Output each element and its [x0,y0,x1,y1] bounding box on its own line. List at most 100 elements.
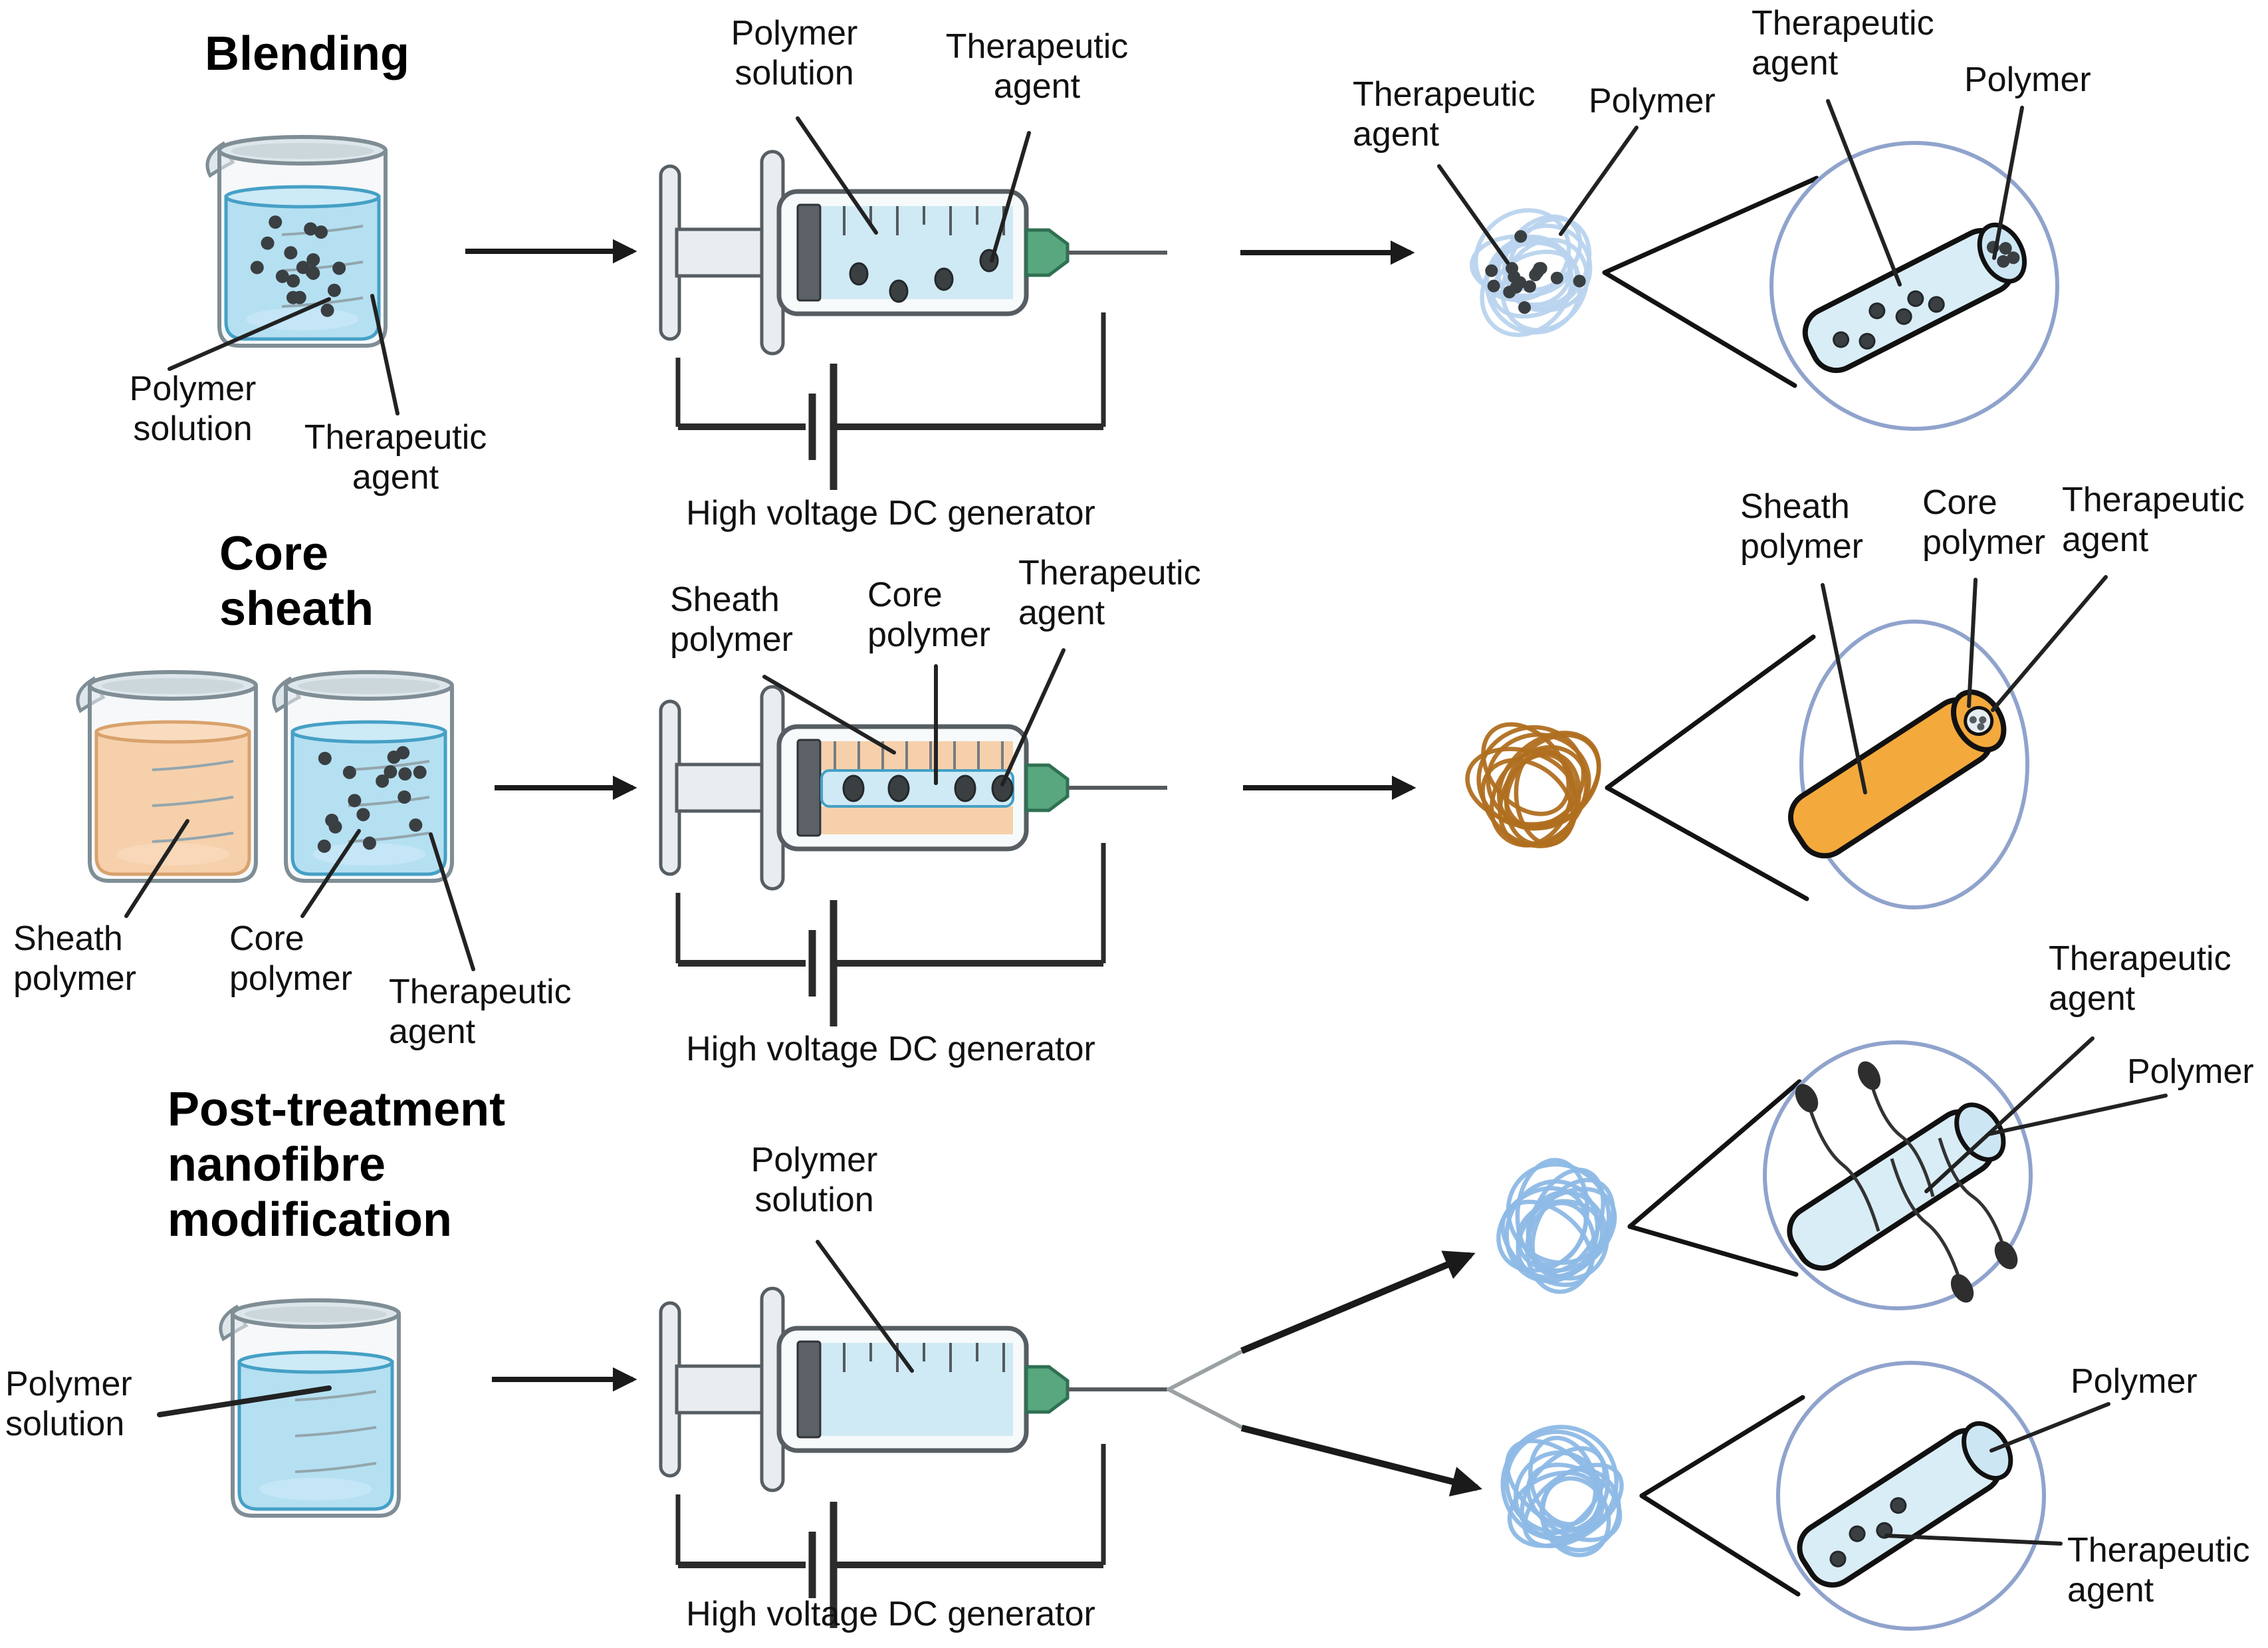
beaker [205,135,388,348]
leader-line [300,829,361,918]
syringe [659,685,1167,891]
label-generator-2: High voltage DC generator [686,1030,1095,1068]
therapeutic-agent-dot [398,767,412,781]
process-title-blending: Blending [205,27,409,80]
therapeutic-agent-dot [1510,281,1523,294]
label-top-polymer-3: Polymer [2127,1052,2254,1091]
therapeutic-agent-dot [342,765,356,779]
therapeutic-agent-dot [889,279,909,303]
zoom-circle-icon [1763,1040,2033,1310]
grafted-therapeutic-agent [1938,1137,2018,1270]
therapeutic-agent-dot [1895,308,1912,325]
therapeutic-agent-dot [325,814,339,828]
plunger-stopper [796,203,822,302]
therapeutic-agent-dot [934,267,954,291]
therapeutic-agent-dot [356,808,370,822]
label-syringe-therapeutic-agent-1: Therapeutic agent [945,27,1129,106]
battery-icon [808,1502,838,1628]
leader-line [370,294,399,415]
therapeutic-agent-dot [1550,271,1563,285]
therapeutic-agent-dot [1833,331,1850,348]
therapeutic-agent-dot [1485,264,1498,277]
core-end-face [1964,705,1994,736]
agent-head [1795,1084,1819,1113]
therapeutic-agent-dot [261,236,275,250]
therapeutic-agent-dot [269,215,283,229]
label-bottom-therapeutic-agent-3: Therapeutic agent [2067,1531,2250,1610]
label-beaker-therapeutic-agent-2: Therapeutic agent [389,973,572,1052]
therapeutic-agent-dot [842,774,865,802]
leader-line [1826,99,1902,287]
process-title-post-treatment: Post-treatment nanofibre modification [168,1083,506,1246]
label-syringe-therapeutic-agent-2: Therapeutic agent [1018,554,1201,633]
label-syringe-polymer-solution-1: Polymer solution [731,14,858,93]
beaker [76,670,258,883]
leader-line [762,675,896,755]
grafted-therapeutic-agent [1795,1084,1880,1232]
therapeutic-agent-dot [991,774,1014,802]
leader-line [1821,583,1867,794]
grafted-therapeutic-agent [1857,1061,1935,1197]
flow-arrow-icon [1240,1250,1476,1354]
label-generator-1: High voltage DC generator [686,494,1095,532]
leader-line [1924,1036,2095,1193]
sheath-polymer-layer [822,741,1013,770]
therapeutic-agent-dot [954,774,976,802]
therapeutic-agent-dot [409,818,423,832]
therapeutic-agent-dot [1573,275,1586,288]
syringe [659,150,1167,356]
therapeutic-agent-dot [1829,1550,1847,1568]
battery-icon [808,364,838,490]
label-top-therapeutic-agent-3: Therapeutic agent [2049,939,2231,1018]
agent-head [1994,1240,2018,1270]
therapeutic-agent-dot [376,774,390,788]
agent-head [1950,1274,1974,1303]
therapeutic-agent-dot [286,274,300,288]
leader-line [1559,126,1639,236]
high-voltage-circuit [675,843,1106,1026]
therapeutic-agent-dot [327,283,341,297]
electrospray-lines [1167,1350,1242,1429]
therapeutic-agent-dot [1928,296,1945,313]
therapeutic-agent-dot [384,765,397,779]
sheath-polymer-layer [822,806,1013,834]
label-fiber-therapeutic-agent-1: Therapeutic agent [1353,75,1535,154]
zoom-circle-icon [1799,620,2029,909]
needle-hub [1024,228,1070,277]
therapeutic-agent-dot [314,225,328,239]
surface-modified-fibre-rod [1787,1102,2006,1271]
beaker [272,670,454,883]
label-zoom-therapeutic-agent-2: Therapeutic agent [2062,481,2245,560]
therapeutic-agent-dot [275,269,289,283]
polymer-solution-fill [822,206,1013,299]
therapeutic-agent-dot [250,261,264,275]
therapeutic-agent-dot [332,261,346,275]
therapeutic-agent-dot [1518,301,1531,314]
leader-line [1884,1534,2063,1546]
therapeutic-agent-dot [1859,332,1876,350]
process-title-core-sheath: Core sheath [219,527,374,636]
therapeutic-agent-dot [1531,265,1544,279]
therapeutic-agent-dot [1506,262,1519,275]
agent-head [1857,1061,1881,1090]
leader-line [816,1240,914,1373]
label-fiber-polymer-1: Polymer [1589,82,1716,120]
polymer-solution-fill [822,1343,1013,1436]
plunger-rod [675,763,776,813]
plunger-rod [675,1364,776,1415]
blended-fibre-rod [1802,222,2027,374]
therapeutic-agent-dot [362,836,376,850]
therapeutic-agent-dot [304,222,318,236]
flow-arrow-icon [1240,1425,1483,1496]
therapeutic-agent-dot [305,265,319,279]
label-zoom-sheath-polymer-2: Sheath polymer [1740,487,1863,566]
nanofibre-ball [1496,1157,1617,1294]
therapeutic-agent-dot [320,303,334,317]
nanofibre-ball [1500,1425,1624,1558]
high-voltage-circuit [675,312,1106,490]
label-zoom-therapeutic-agent-1: Therapeutic agent [1752,4,1934,83]
therapeutic-agent-dot [306,253,320,267]
therapeutic-agent-dot [849,262,869,286]
fibre-end-face [1962,1421,2013,1481]
